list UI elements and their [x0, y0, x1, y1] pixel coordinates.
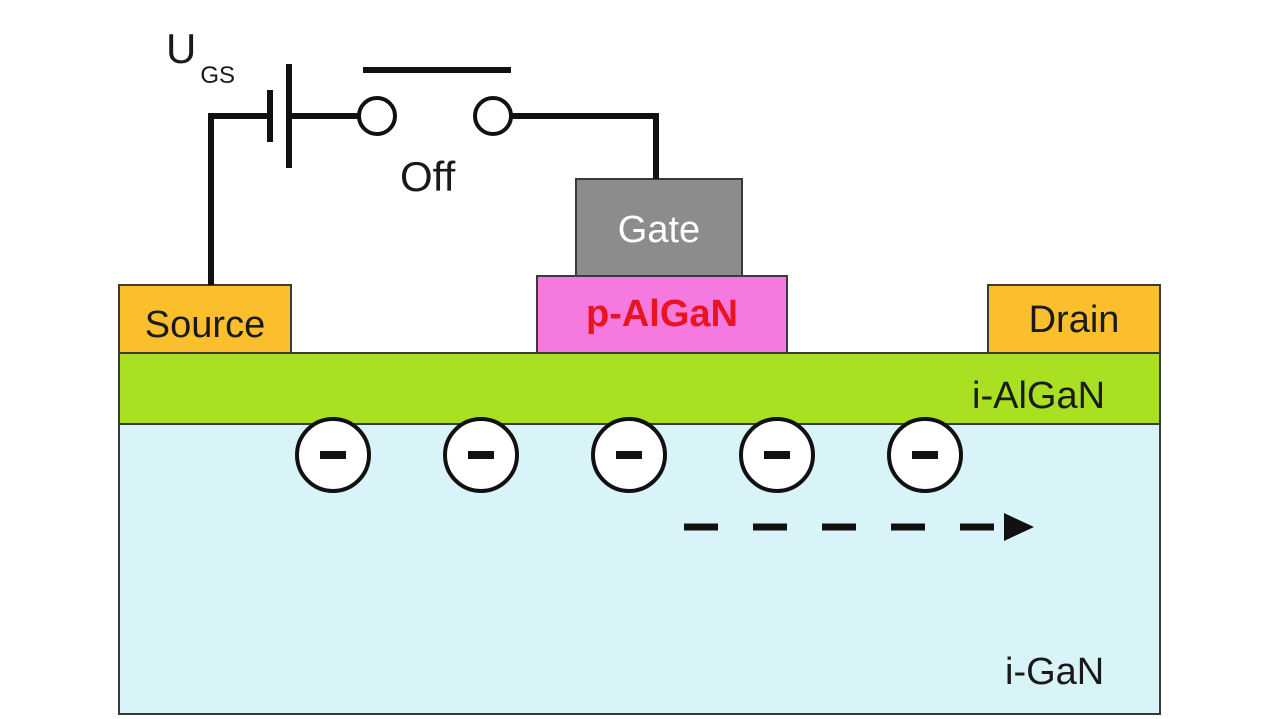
switch-contact-left	[357, 96, 397, 136]
source-label: Source	[144, 304, 266, 346]
i-gan-label: i-GaN	[1005, 651, 1105, 693]
voltage-main: U	[166, 25, 197, 72]
switch-contact-right	[473, 96, 513, 136]
electron-3	[591, 417, 667, 493]
drain-contact	[987, 284, 1161, 354]
i-algan-layer	[118, 352, 1161, 425]
electron-row	[295, 417, 963, 493]
electron-minus-sign	[468, 451, 494, 459]
electron-4	[739, 417, 815, 493]
switch-state-label: Off	[400, 153, 456, 200]
voltage-subscript: GS	[200, 62, 236, 89]
electron-minus-sign	[764, 451, 790, 459]
electron-minus-sign	[320, 451, 346, 459]
source-contact	[118, 284, 292, 354]
electron-2	[443, 417, 519, 493]
arrow-head	[1004, 513, 1034, 541]
drain-label: Drain	[1028, 299, 1120, 341]
electron-1	[295, 417, 371, 493]
p-algan-label: p-AlGaN	[586, 293, 738, 335]
i-algan-label: i-AlGaN	[972, 375, 1106, 417]
electron-minus-sign	[912, 451, 938, 459]
electron-minus-sign	[616, 451, 642, 459]
gate-wire	[512, 113, 659, 179]
electron-5	[887, 417, 963, 493]
voltage-label: UGS	[166, 25, 235, 88]
gate-label: Gate	[617, 209, 701, 251]
source-wire	[208, 113, 268, 285]
p-algan-layer	[536, 275, 788, 354]
